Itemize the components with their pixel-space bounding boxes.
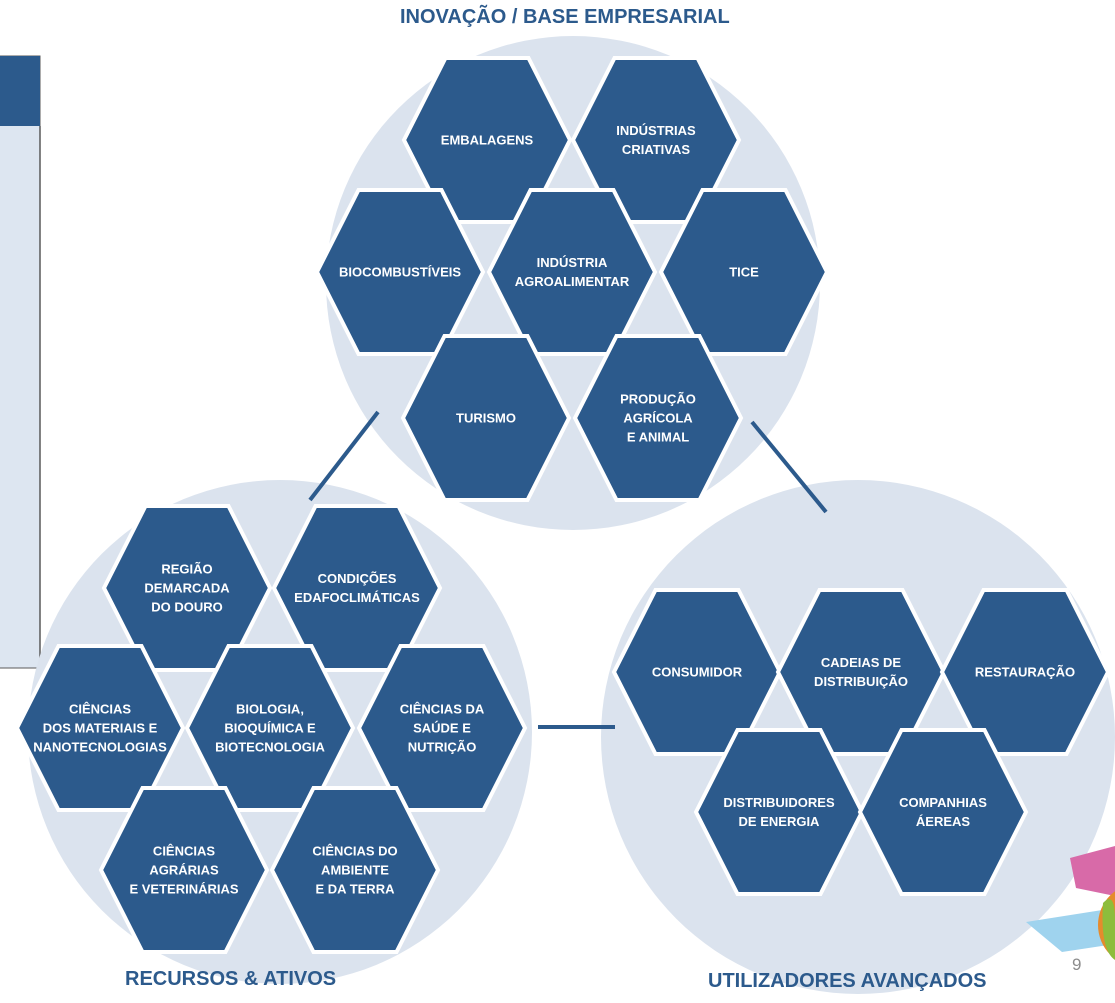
hexagon-label-top-6: TURISMO — [456, 409, 516, 428]
hexagon-label-line: DEMARCADA — [144, 579, 229, 598]
hexagon-label-line: ÁEREAS — [899, 812, 987, 831]
hexagon-label-line: E DA TERRA — [312, 880, 397, 899]
hexagon-label-line: CIÊNCIAS DO — [312, 842, 397, 861]
hexagon-label-right-1: CONSUMIDOR — [652, 663, 742, 682]
hexagon-label-line: EMBALAGENS — [441, 131, 533, 150]
hexagon-label-line: AGROALIMENTAR — [515, 272, 630, 291]
side-panel — [0, 56, 40, 668]
hexagon-label-line: INDÚSTRIA — [515, 253, 630, 272]
hexagon-label-line: DE ENERGIA — [723, 812, 834, 831]
connector-top-left — [310, 412, 378, 500]
hexagon-label-top-3: BIOCOMBUSTÍVEIS — [339, 263, 461, 282]
hexagon-label-line: DO DOURO — [144, 598, 229, 617]
hexagon-label-line: CONSUMIDOR — [652, 663, 742, 682]
cluster-title-top: INOVAÇÃO / BASE EMPRESARIAL — [400, 6, 730, 29]
hexagon-label-line: REGIÃO — [144, 560, 229, 579]
hexagon-label-line: COMPANHIAS — [899, 793, 987, 812]
hexagon-label-line: AGRÁRIAS — [129, 861, 238, 880]
hexagon-label-line: DISTRIBUIDORES — [723, 793, 834, 812]
hexagon-label-line: EDAFOCLIMÁTICAS — [294, 588, 420, 607]
hexagon-label-line: INDÚSTRIAS — [616, 121, 695, 140]
hexagon-label-line: NUTRIÇÃO — [400, 738, 485, 757]
hexagon-label-right-3: RESTAURAÇÃO — [975, 663, 1075, 682]
hexagon-label-line: SAÚDE E — [400, 719, 485, 738]
hexagon-label-line: NANOTECNOLOGIAS — [33, 738, 167, 757]
hexagon-label-line: CADEIAS DE — [814, 653, 908, 672]
hexagon-label-line: E ANIMAL — [620, 428, 696, 447]
hexagon-label-line: CIÊNCIAS — [33, 700, 167, 719]
hexagon-label-line: CIÊNCIAS DA — [400, 700, 485, 719]
hexagon-label-line: TICE — [729, 263, 759, 282]
hexagon-label-line: PRODUÇÃO — [620, 390, 696, 409]
hexagon-label-line: TURISMO — [456, 409, 516, 428]
cluster-title-left: RECURSOS & ATIVOS — [125, 968, 336, 991]
hexagon-label-line: CONDIÇÕES — [294, 569, 420, 588]
cluster-title-right: UTILIZADORES AVANÇADOS — [708, 970, 987, 993]
hexagon-label-line: BIOTECNOLOGIA — [215, 738, 325, 757]
hexagon-label-line: CRIATIVAS — [616, 140, 695, 159]
logo-green-shape — [1103, 899, 1115, 960]
side-panel-header — [0, 56, 40, 126]
page-number: 9 — [1072, 955, 1081, 975]
hexagon-label-line: AMBIENTE — [312, 861, 397, 880]
hexagon-label-top-5: TICE — [729, 263, 759, 282]
hexagon-label-top-1: EMBALAGENS — [441, 131, 533, 150]
hexagon-label-line: E VETERINÁRIAS — [129, 880, 238, 899]
hexagon-label-line: RESTAURAÇÃO — [975, 663, 1075, 682]
hexagon-label-line: BIOCOMBUSTÍVEIS — [339, 263, 461, 282]
hexagon-label-line: DOS MATERIAIS E — [33, 719, 167, 738]
hexagon-label-line: DISTRIBUIÇÃO — [814, 672, 908, 691]
hexagon-label-line: CIÊNCIAS — [129, 842, 238, 861]
hexagon-label-line: BIOLOGIA, — [215, 700, 325, 719]
hexagon-label-line: AGRÍCOLA — [620, 409, 696, 428]
hexagon-label-line: BIOQUÍMICA E — [215, 719, 325, 738]
